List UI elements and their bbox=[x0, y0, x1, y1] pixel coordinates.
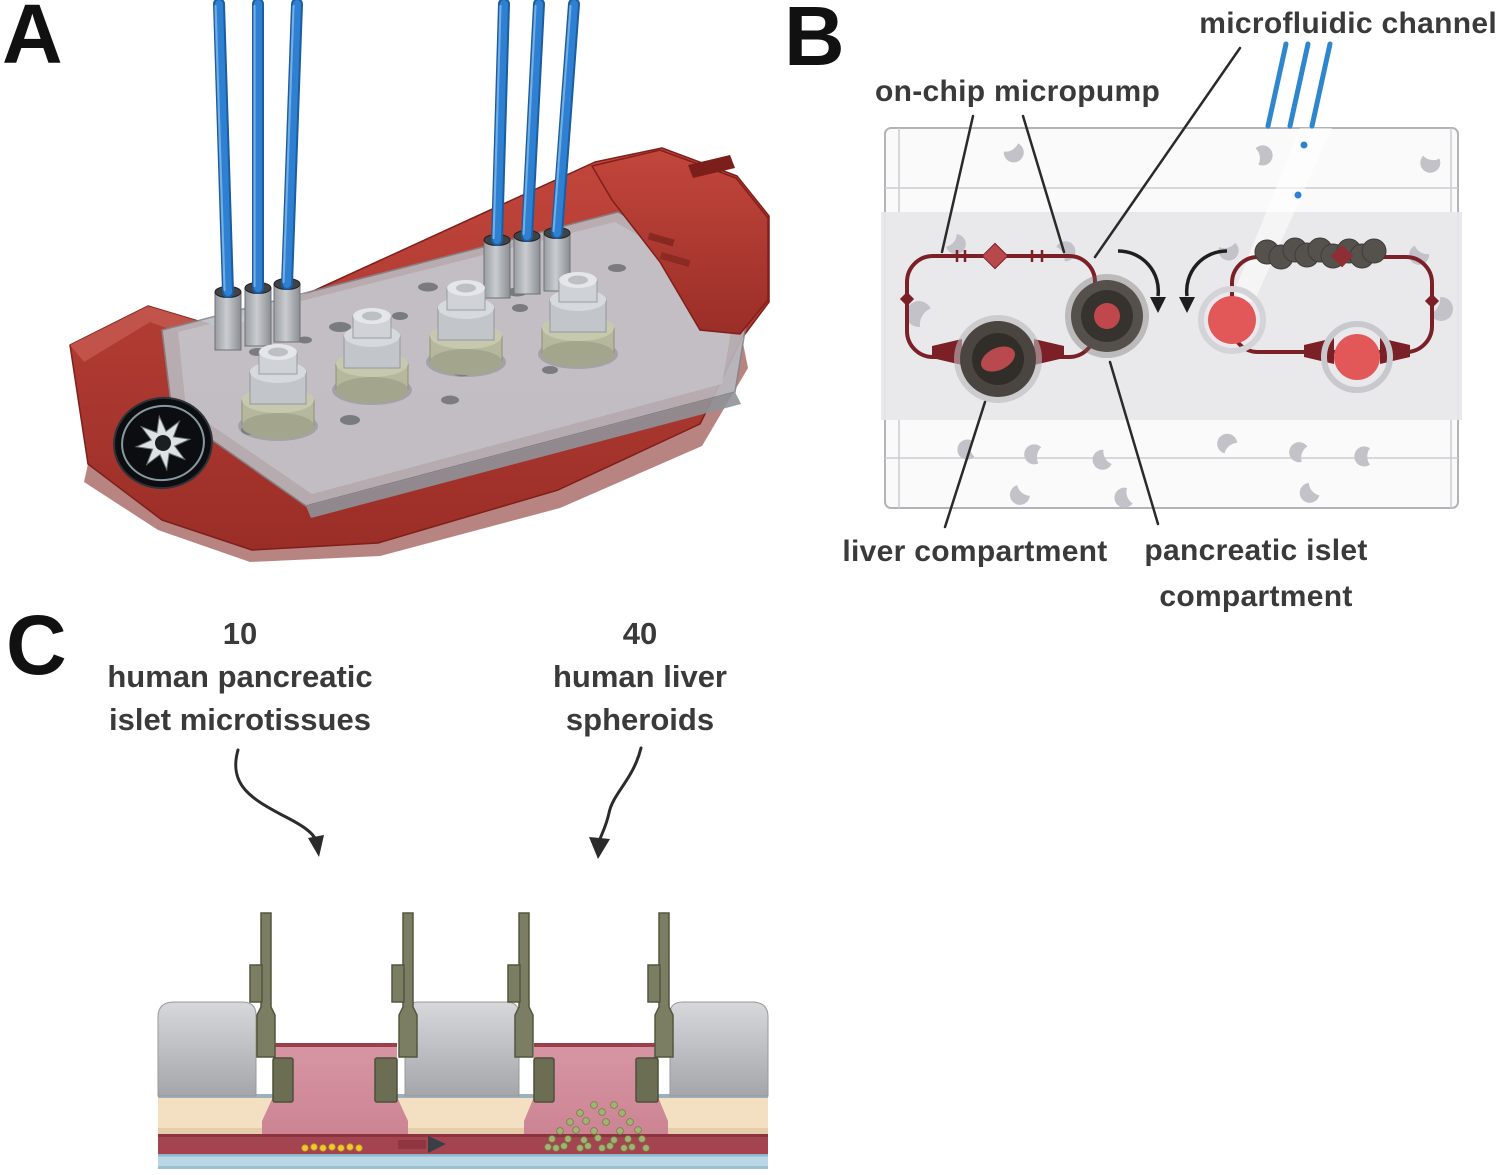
callout-arrows bbox=[234, 746, 643, 859]
pancreatic-islet-well bbox=[1198, 286, 1266, 354]
pointer-microfluidic-channel bbox=[1093, 46, 1242, 259]
pin-insert bbox=[374, 912, 418, 1103]
callout-pancreatic-islets: 10 human pancreatic islet microtissues bbox=[88, 612, 392, 741]
callout-line: human pancreatic bbox=[107, 659, 373, 694]
liver-compartment-well bbox=[954, 315, 1042, 403]
chip-top-view-panel-b bbox=[881, 41, 1462, 529]
pin-insert bbox=[635, 912, 674, 1103]
panel-c-letter: C bbox=[6, 598, 67, 692]
pin-insert bbox=[507, 912, 555, 1103]
chip-cross-section bbox=[157, 912, 769, 1169]
channel-inlet-dots bbox=[1294, 141, 1308, 199]
reservoir-port bbox=[538, 272, 618, 369]
annotation-line: compartment bbox=[1159, 580, 1353, 613]
annotation-liver-compartment: liver compartment bbox=[842, 535, 1108, 568]
left-circulation-loop bbox=[899, 242, 1149, 403]
liver-spheroids-cluster bbox=[544, 1101, 650, 1152]
annotation-pointer-lines bbox=[940, 46, 1242, 529]
knob-connector-icon bbox=[113, 396, 213, 490]
blue-tubing bbox=[213, 0, 580, 298]
red-corner-bracket bbox=[590, 149, 769, 335]
callout-line: islet microtissues bbox=[109, 702, 371, 737]
pump-valve-ticks bbox=[955, 250, 1044, 262]
well-left bbox=[262, 1045, 408, 1134]
squiggle-arrow-right bbox=[597, 746, 643, 844]
callout-count: 10 bbox=[222, 616, 258, 651]
squiggle-arrow-left bbox=[234, 748, 318, 843]
callout-liver-spheroids: 40 human liver spheroids bbox=[488, 612, 792, 741]
glass-bottom-layer bbox=[158, 1154, 768, 1169]
clamp-pins bbox=[249, 912, 674, 1103]
callout-line: human liver bbox=[553, 659, 727, 694]
annotation-line: pancreatic islet bbox=[1144, 534, 1368, 567]
annotation-pancreatic-islet-compartment: pancreatic islet compartment bbox=[1104, 528, 1408, 620]
islet-well-2 bbox=[1321, 321, 1393, 393]
valve-node bbox=[1424, 293, 1440, 309]
media-wells bbox=[262, 1043, 668, 1134]
annotation-microfluidic-channel: microfluidic channel bbox=[1199, 7, 1497, 40]
flow-direction-arrows bbox=[1117, 249, 1228, 313]
panel-b-letter: B bbox=[784, 0, 845, 83]
micropump-node bbox=[981, 242, 1009, 270]
pointer-micropump-left bbox=[940, 114, 975, 254]
callout-line: spheroids bbox=[565, 702, 715, 737]
pointer-micropump-right bbox=[1021, 114, 1066, 254]
pointer-islet-compartment bbox=[1108, 360, 1160, 526]
right-circulation-loop bbox=[1198, 237, 1440, 393]
device-render-panel-a bbox=[69, 0, 770, 562]
pointer-liver-compartment bbox=[943, 400, 987, 529]
pin-insert bbox=[249, 912, 294, 1103]
reservoir-port bbox=[238, 344, 318, 441]
well-right bbox=[524, 1045, 668, 1134]
blue-tubing-top bbox=[1265, 41, 1333, 129]
panel-a-letter: A bbox=[2, 0, 63, 81]
reservoir-port bbox=[332, 308, 412, 405]
flow-arrow-icon bbox=[428, 1136, 446, 1153]
spheroid-row-dark bbox=[1254, 237, 1387, 270]
callout-count: 40 bbox=[622, 616, 658, 651]
annotation-on-chip-micropump: on-chip micropump bbox=[875, 75, 1161, 108]
reservoir-ports bbox=[238, 272, 618, 441]
reservoir-port bbox=[426, 280, 506, 377]
valve-node bbox=[899, 291, 915, 307]
chip-body-blocks bbox=[157, 1001, 769, 1097]
flow-streak bbox=[398, 1140, 426, 1149]
layer-stack bbox=[158, 1094, 768, 1169]
micropump-well-dark bbox=[1065, 274, 1149, 358]
islet-microtissues bbox=[301, 1143, 363, 1152]
tube-connector-posts bbox=[214, 227, 571, 351]
